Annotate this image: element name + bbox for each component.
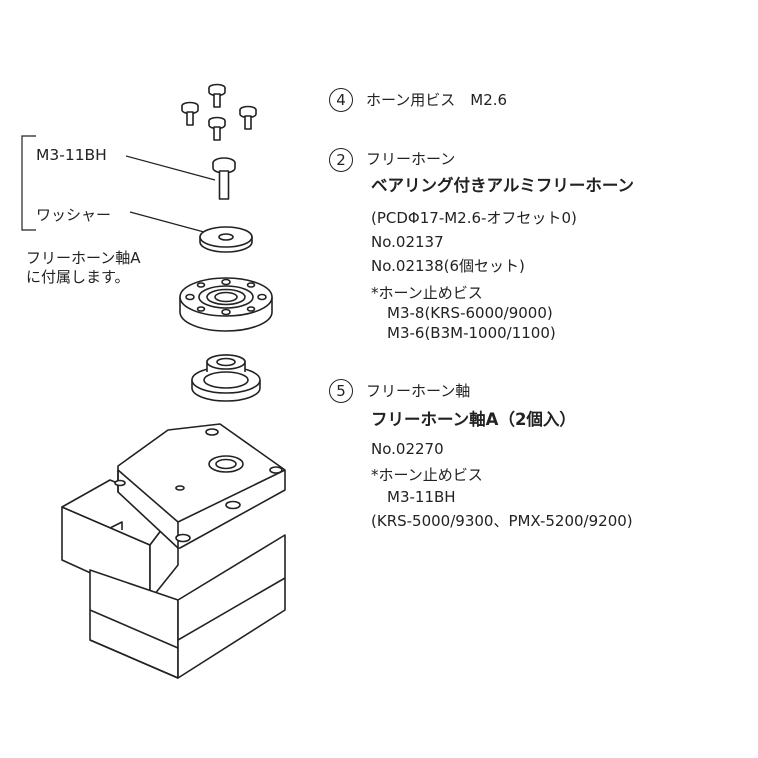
item-2-screw-2: M3-6(B3M-1000/1100) (387, 324, 556, 342)
item-2-title: フリーホーン (366, 150, 456, 168)
item-number-4: 4 (329, 88, 353, 112)
screw-callout-label: M3-11BH (36, 146, 107, 164)
free-horn-shaft (191, 354, 261, 402)
leader-lines (21, 135, 216, 233)
note-line-2: に付属します。 (26, 268, 130, 286)
item-5-title: フリーホーン軸 (366, 382, 471, 400)
item-2-screw-1: M3-8(KRS-6000/9000) (387, 304, 553, 322)
horn-screws (181, 83, 257, 141)
free-horn (179, 277, 273, 332)
item-2-part-no-2: No.02138(6個セット) (371, 257, 525, 275)
item-4-title: ホーン用ビス M2.6 (366, 91, 508, 109)
washer-callout-label: ワッシャー (36, 206, 112, 224)
m3-11bh-screw (212, 157, 236, 200)
item-5-product-name: フリーホーン軸A（2個入） (371, 410, 576, 429)
item-5-screw-1: M3-11BH (387, 488, 456, 506)
washer (199, 226, 253, 253)
item-number-2: 2 (329, 148, 353, 172)
item-2-product-name: ベアリング付きアルミフリーホーン (371, 176, 635, 195)
item-5-screw-2: (KRS-5000/9300、PMX-5200/9200) (371, 512, 633, 530)
servo-body (61, 423, 286, 679)
item-2-screw-heading: *ホーン止めビス (371, 284, 483, 302)
note-line-1: フリーホーン軸A (26, 249, 141, 267)
item-number-5: 5 (329, 379, 353, 403)
item-2-spec: (PCDΦ17-M2.6-オフセット0) (371, 209, 577, 227)
item-5-part-no-1: No.02270 (371, 440, 444, 458)
item-5-screw-heading: *ホーン止めビス (371, 466, 483, 484)
item-2-part-no-1: No.02137 (371, 233, 444, 251)
